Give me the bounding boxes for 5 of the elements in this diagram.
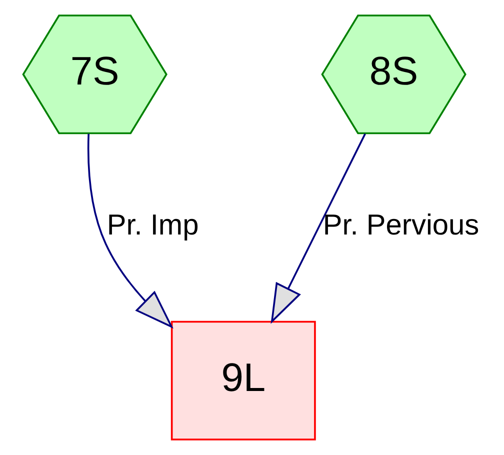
node-box: 9L xyxy=(170,320,316,440)
edge-label: Pr. Pervious xyxy=(322,209,480,242)
edge-label: Pr. Imp xyxy=(106,209,199,242)
arrow xyxy=(87,134,174,329)
arrow xyxy=(270,133,366,324)
